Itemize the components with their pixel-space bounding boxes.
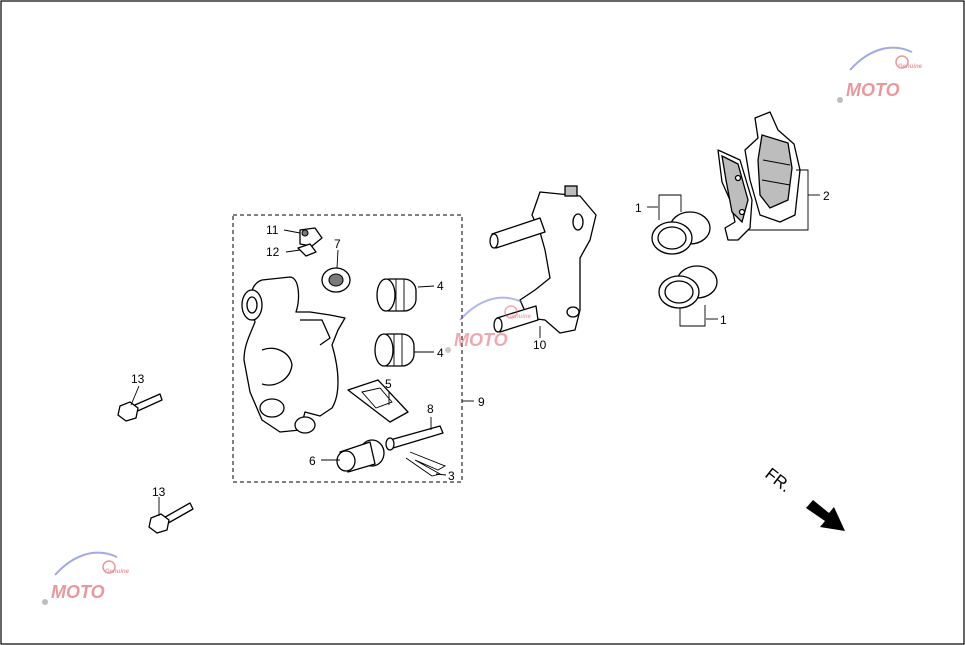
callout-13-lower: 13 bbox=[152, 485, 166, 499]
seal-lower bbox=[658, 265, 718, 309]
brake-pad-rear bbox=[744, 111, 801, 223]
watermark-brand: MOTO bbox=[846, 80, 900, 100]
callout-13-upper: 13 bbox=[131, 372, 145, 386]
piston-upper bbox=[376, 278, 417, 312]
callout-11: 11 bbox=[266, 223, 279, 237]
front-arrow-icon bbox=[806, 500, 845, 531]
caliper-bracket bbox=[489, 185, 597, 334]
bleed-cap bbox=[299, 227, 323, 247]
watermark-top-right: MOTO Genuine bbox=[837, 46, 923, 103]
caliper-assembly-box bbox=[232, 214, 463, 483]
callout-1-upper: 1 bbox=[635, 201, 642, 215]
direction-label: FR. bbox=[762, 464, 795, 496]
seal-upper bbox=[651, 211, 711, 255]
callout-10: 10 bbox=[533, 338, 547, 352]
watermark-center: MOTO Genuine bbox=[445, 296, 532, 353]
front-direction-indicator: FR. bbox=[762, 464, 845, 531]
pad-spring bbox=[347, 379, 409, 423]
caliper-body bbox=[241, 276, 346, 434]
callout-9: 9 bbox=[478, 395, 485, 409]
callout-1-lower: 1 bbox=[720, 313, 727, 327]
bleed-screw bbox=[297, 243, 317, 257]
bolt-lower bbox=[148, 502, 194, 534]
piston-lower bbox=[374, 333, 415, 367]
watermark-brand: MOTO bbox=[454, 330, 508, 350]
callout-3: 3 bbox=[448, 469, 455, 483]
callout-8: 8 bbox=[427, 402, 434, 416]
callout-7: 7 bbox=[334, 237, 341, 251]
clip bbox=[405, 451, 447, 477]
bolt-upper bbox=[117, 393, 163, 422]
watermark-bottom-left: MOTO Genuine bbox=[42, 551, 130, 605]
callout-2: 2 bbox=[823, 189, 830, 203]
pad-pin bbox=[385, 425, 444, 451]
watermark-brand: MOTO bbox=[51, 582, 105, 602]
gear-icon bbox=[504, 305, 518, 319]
callout-4-lower: 4 bbox=[437, 346, 444, 360]
watermark-sub: Genuine bbox=[105, 569, 130, 575]
brake-pad-front bbox=[717, 149, 753, 241]
leader-lines bbox=[130, 169, 820, 516]
watermark-sub: Genuine bbox=[507, 314, 532, 320]
plug bbox=[336, 439, 385, 473]
callout-5: 5 bbox=[385, 377, 392, 391]
callout-labels: 11 12 7 4 4 5 8 6 3 9 10 1 1 2 13 13 bbox=[131, 189, 830, 499]
gear-icon bbox=[102, 560, 116, 574]
callout-12: 12 bbox=[266, 245, 280, 259]
watermark-sub: Genuine bbox=[898, 64, 923, 70]
gear-icon bbox=[895, 55, 909, 69]
callout-4-upper: 4 bbox=[437, 279, 444, 293]
callout-6: 6 bbox=[309, 454, 316, 468]
nut bbox=[321, 267, 351, 293]
